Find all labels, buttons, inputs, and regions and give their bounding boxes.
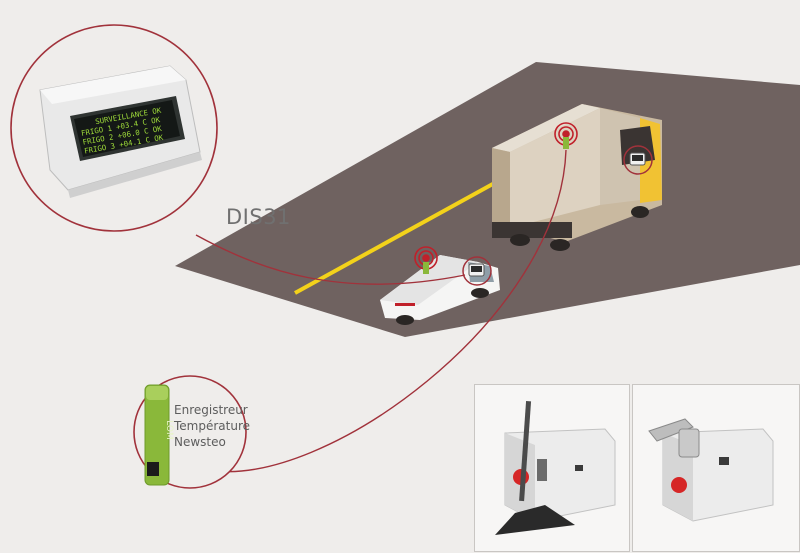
van-signal-icon (414, 246, 438, 274)
device-photo-antenna (474, 384, 630, 552)
van-display-marker (462, 256, 492, 286)
logger-label-line: Newsteo (174, 435, 226, 449)
receiver-with-antenna (495, 400, 616, 535)
logger-body-text: LOM (164, 420, 174, 440)
connector-line-dis-van (195, 234, 466, 285)
temperature-logger-device: LOM (144, 384, 174, 486)
logger-label-line: Température (174, 419, 251, 433)
lane-marking (294, 178, 501, 295)
receiver-with-bracket (648, 418, 774, 522)
connector-line-logger-truck (209, 149, 567, 473)
refrigerated-truck (492, 104, 662, 251)
device-photo-bracket (632, 384, 800, 552)
truck-signal-icon (554, 122, 578, 149)
logger-label-line: Enregistreur (174, 403, 248, 417)
dis31-label: DIS31 (226, 205, 291, 229)
dis31-display-device: SURVEILLANCE OK FRIGO 1 +03.4 C OK FRIGO… (39, 65, 202, 198)
truck-display-marker (623, 145, 653, 175)
logger-label: Enregistreur Température Newsteo (174, 402, 250, 450)
